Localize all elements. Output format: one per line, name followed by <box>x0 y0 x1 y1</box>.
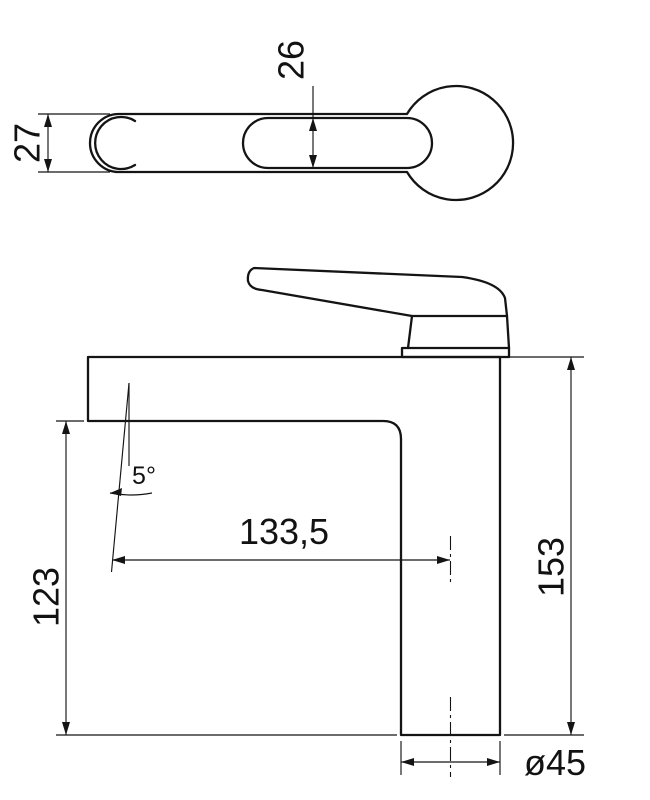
arrowhead-up <box>62 421 70 434</box>
faucet-body-outline <box>86 355 502 737</box>
arrowhead-up <box>567 357 575 370</box>
angle-arrowhead <box>110 488 122 496</box>
dim-spout-reach: 133,5 <box>112 511 450 564</box>
arrowhead-up <box>309 118 317 131</box>
dim-label-26: 26 <box>271 40 312 80</box>
arrowhead-down <box>567 722 575 735</box>
dim-lever-width: 26 <box>271 40 317 168</box>
dim-label-133-5: 133,5 <box>239 511 329 552</box>
handle-base-flange <box>400 346 511 359</box>
arrowhead-left <box>401 758 414 766</box>
dim-label-angle: 5° <box>132 462 156 490</box>
arrowhead-up <box>44 114 52 127</box>
handle-left-inner-edge <box>94 115 137 171</box>
aerator-axis-line <box>110 382 130 573</box>
dim-label-123: 123 <box>26 567 67 627</box>
hub-left-edge <box>406 314 414 350</box>
dim-base-diameter: ø45 <box>400 741 586 783</box>
dim-aerator-angle: 5° <box>109 462 156 496</box>
lever-handle-outline <box>246 266 509 318</box>
arrowhead-down <box>62 722 70 735</box>
arrowhead-down <box>44 159 52 172</box>
dim-total-height: 153 <box>504 356 584 736</box>
arrowhead-right <box>437 556 450 564</box>
handle-outer-outline <box>88 84 515 202</box>
hub-right-edge <box>505 314 511 350</box>
lever-pad-inner-outline <box>241 116 434 170</box>
side-view <box>86 266 511 777</box>
arrowhead-right <box>487 758 500 766</box>
top-view <box>88 84 515 202</box>
arrowhead-down <box>309 155 317 168</box>
dim-label-27: 27 <box>7 123 48 163</box>
dim-spout-height: 123 <box>26 420 397 736</box>
arrowhead-left <box>112 556 125 564</box>
dim-label-diameter: ø45 <box>524 742 586 783</box>
dim-label-153: 153 <box>531 537 572 597</box>
dim-handle-width: 27 <box>7 113 110 173</box>
